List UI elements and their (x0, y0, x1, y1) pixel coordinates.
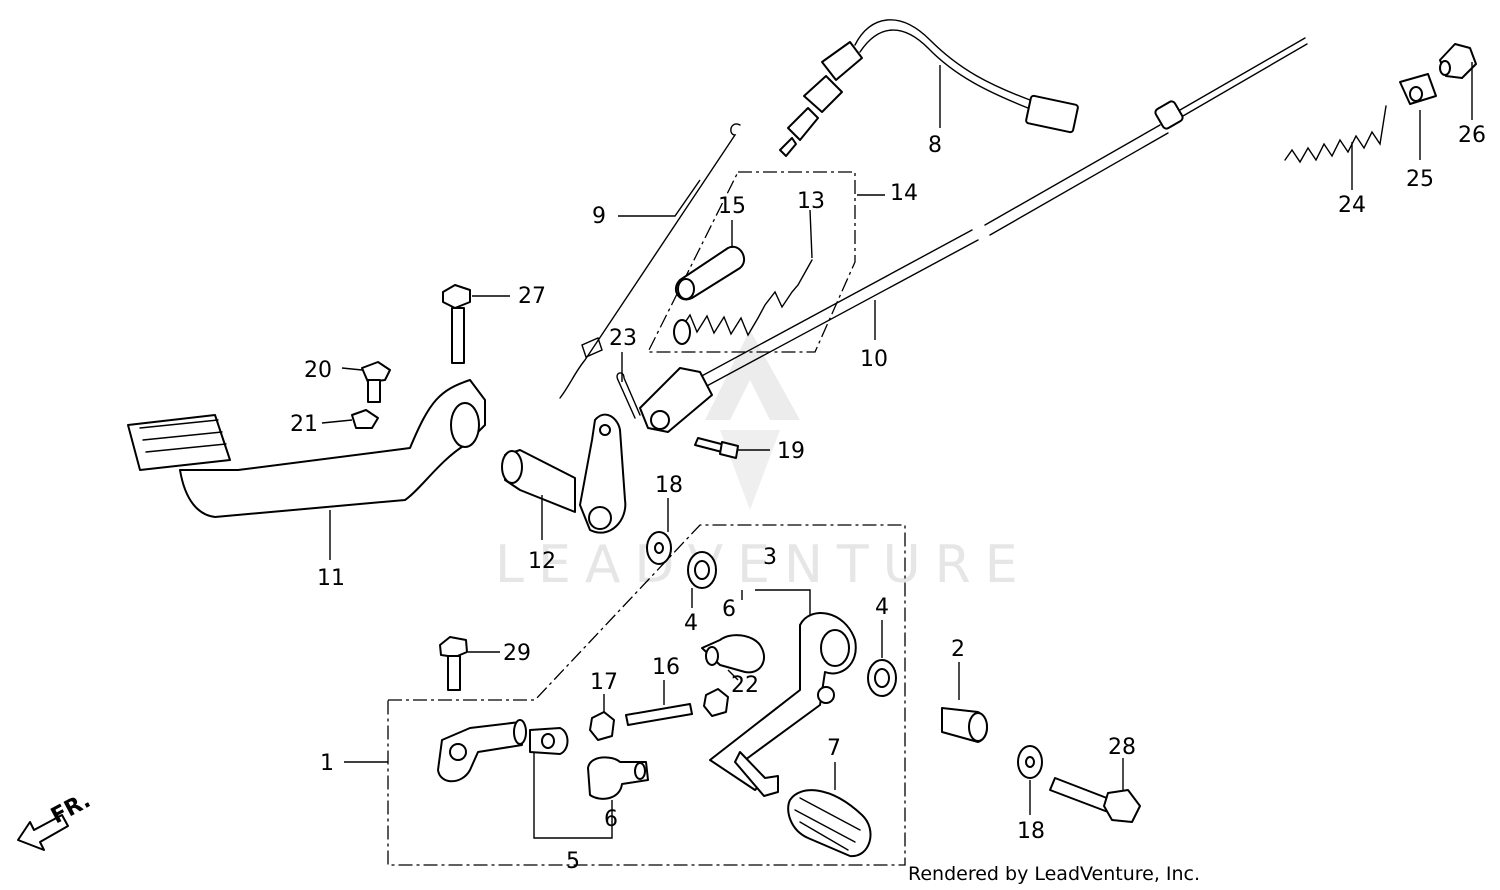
part-8-stop-switch[interactable] (779, 19, 1079, 157)
callout-2: 2 (951, 637, 965, 662)
callout-6-lower: 6 (604, 807, 618, 832)
callout-8: 8 (928, 133, 942, 158)
callout-13: 13 (797, 189, 825, 214)
part-26-adjuster-nut[interactable] (1439, 43, 1477, 79)
part-25-nut[interactable] (1399, 73, 1437, 105)
part-18-washer-upper[interactable] (646, 531, 672, 565)
part-11-brake-pedal[interactable] (127, 379, 486, 518)
part-28-bolt[interactable] (1049, 777, 1141, 823)
callout-12: 12 (528, 549, 556, 574)
callout-9: 9 (592, 204, 606, 229)
callout-20: 20 (304, 358, 332, 383)
callout-25: 25 (1406, 167, 1434, 192)
part-16-threaded-rod[interactable] (625, 703, 693, 726)
part-15-collar[interactable] (674, 245, 746, 301)
part-17-nut[interactable] (589, 711, 615, 741)
part-7-pedal-rubber[interactable] (787, 789, 872, 858)
group-box-14 (646, 171, 856, 353)
part-4-bearing-left[interactable] (687, 551, 717, 589)
part-24-spring[interactable] (1284, 105, 1387, 164)
callout-27: 27 (518, 284, 546, 309)
part-13-spring[interactable] (673, 259, 813, 345)
leader-lines (321, 62, 1473, 839)
callout-21: 21 (290, 412, 318, 437)
part-10-brake-cable[interactable] (639, 37, 1308, 433)
part-21-nut[interactable] (351, 409, 379, 429)
callout-24: 24 (1338, 193, 1366, 218)
callout-26: 26 (1458, 123, 1486, 148)
callout-23: 23 (609, 326, 637, 351)
callout-14: 14 (890, 181, 918, 206)
callout-4-left: 4 (684, 611, 698, 636)
part-20-bolt[interactable] (361, 361, 391, 403)
part-3-shift-arm[interactable] (709, 612, 857, 797)
part-22-nut[interactable] (703, 688, 729, 717)
callout-18-lower: 18 (1017, 819, 1045, 844)
part-4-bearing-right[interactable] (867, 659, 897, 697)
callout-22: 22 (731, 673, 759, 698)
callout-4-right: 4 (875, 595, 889, 620)
part-6-joint-lower[interactable] (529, 727, 569, 755)
callout-1: 1 (320, 751, 334, 776)
part-6-joint-middle[interactable] (587, 756, 649, 800)
part-27-bolt[interactable] (442, 284, 471, 364)
callout-10: 10 (860, 347, 888, 372)
part-29-bolt[interactable] (439, 636, 468, 691)
part-2-collar[interactable] (941, 707, 988, 743)
render-credit: Rendered by LeadVenture, Inc. (908, 863, 1200, 885)
callout-5: 5 (566, 849, 580, 874)
callout-19: 19 (777, 439, 805, 464)
part-6-joint-upper[interactable] (701, 634, 765, 674)
callout-11: 11 (317, 566, 345, 591)
callout-16: 16 (652, 655, 680, 680)
part-23-cotter-pin[interactable] (616, 372, 641, 419)
callout-labels: 27 20 21 11 12 19 18 9 8 13 15 14 10 23 … (290, 123, 1486, 874)
callout-15: 15 (718, 194, 746, 219)
callout-28: 28 (1108, 735, 1136, 760)
callout-17: 17 (590, 670, 618, 695)
leadventure-watermark: LEADVENTURE (495, 330, 1032, 595)
part-9-rod[interactable] (559, 123, 741, 399)
callout-18-upper: 18 (655, 473, 683, 498)
part-18-washer-lower[interactable] (1017, 745, 1043, 779)
callout-3: 3 (763, 545, 777, 570)
front-direction-indicator: FR. (17, 788, 95, 851)
watermark-text: LEADVENTURE (495, 535, 1032, 595)
callout-29: 29 (503, 641, 531, 666)
callout-6-upper: 6 (722, 597, 736, 622)
part-19-pin[interactable] (694, 437, 739, 459)
part-5-linkage-arm[interactable] (437, 719, 527, 783)
callout-7: 7 (827, 736, 841, 761)
part-12-brake-shaft[interactable] (501, 413, 627, 534)
